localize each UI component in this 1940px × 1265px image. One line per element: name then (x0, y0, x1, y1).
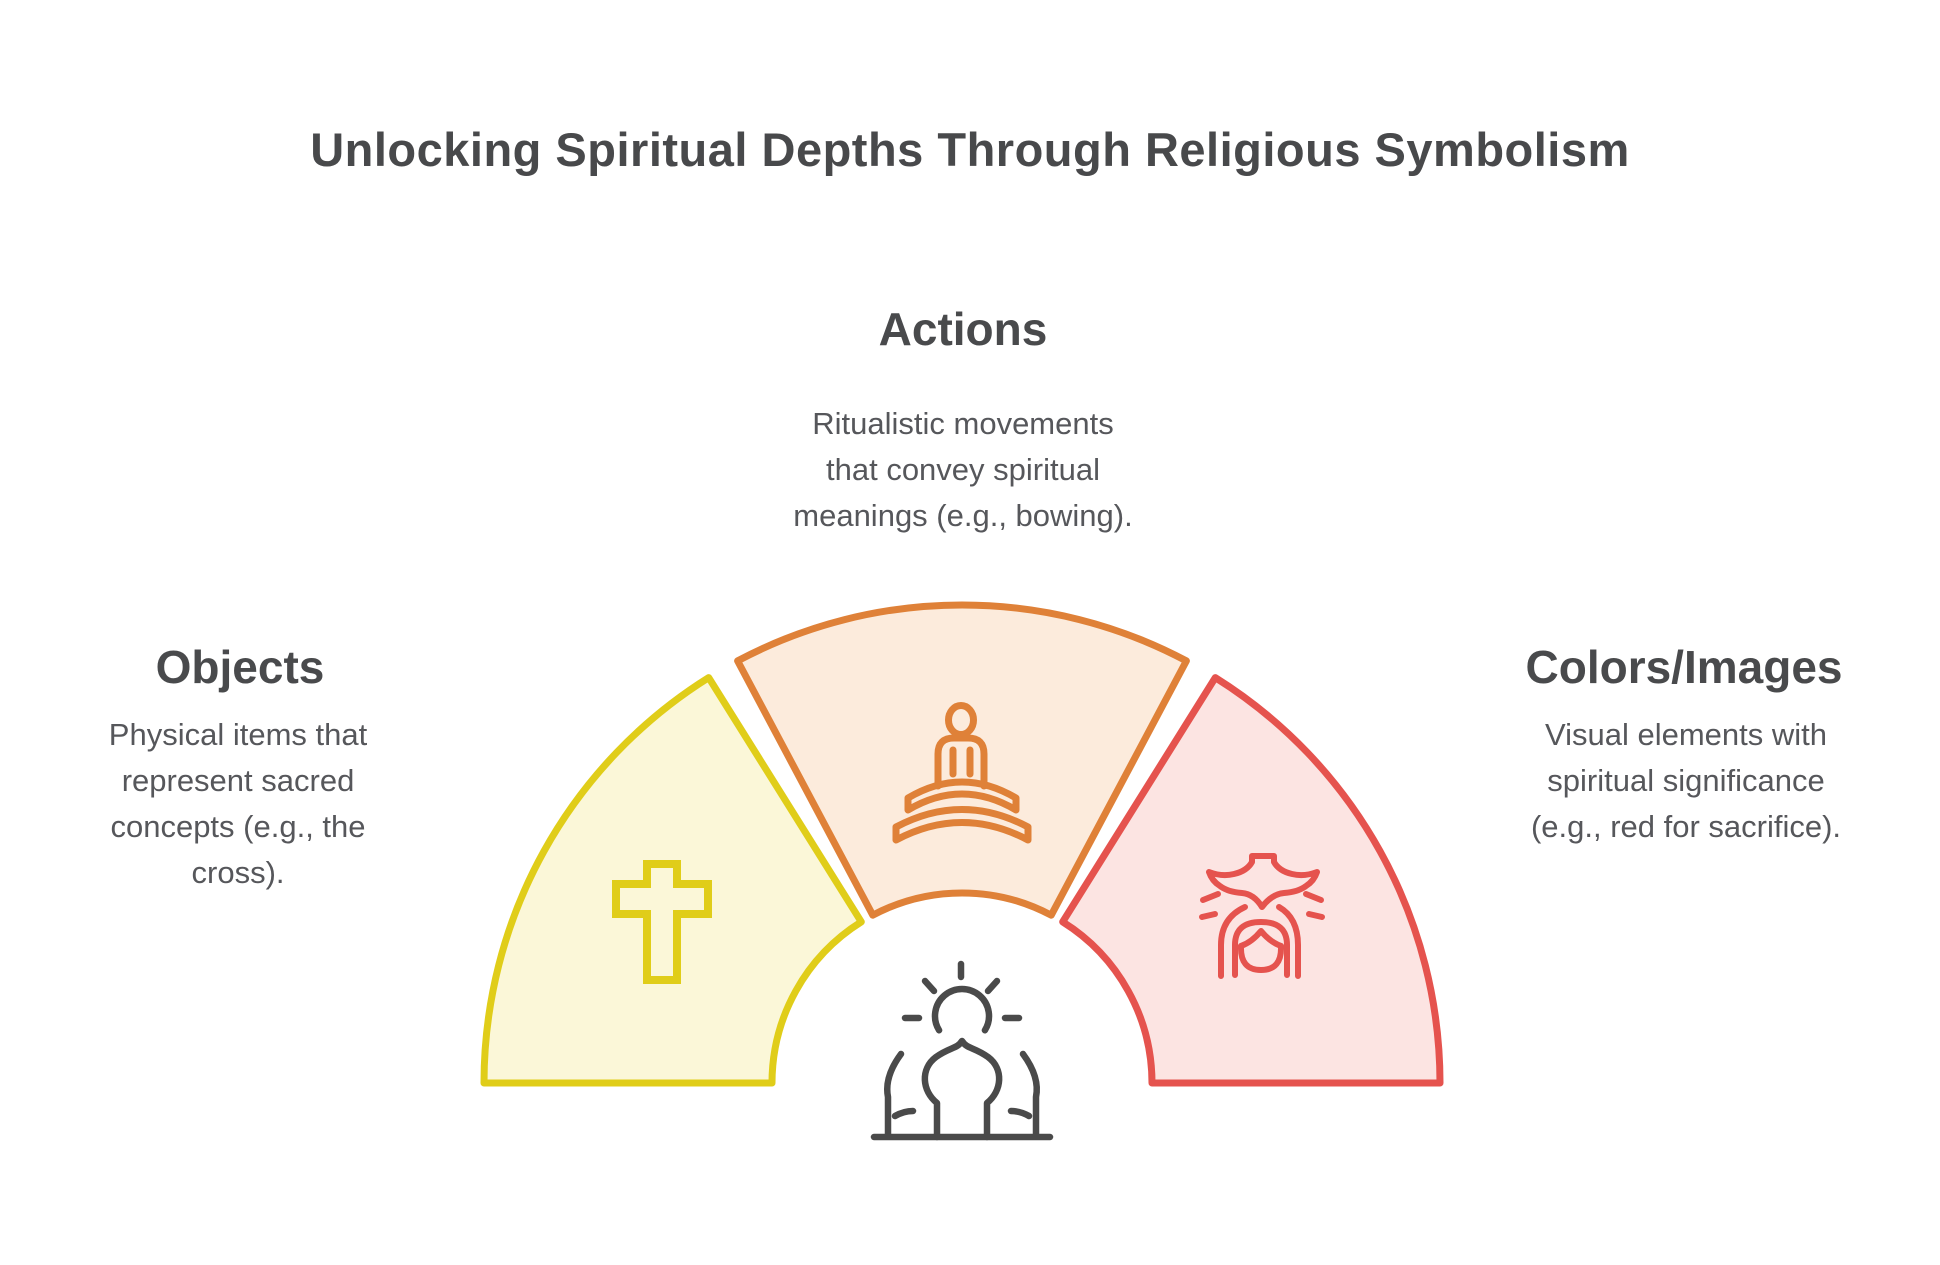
segment-description-actions: Ritualistic movements that convey spirit… (733, 401, 1193, 539)
sun-ray (984, 977, 1001, 995)
description-line: meanings (e.g., bowing). (793, 498, 1133, 533)
ray-dash (1200, 891, 1221, 903)
dove-shape (1206, 853, 1320, 910)
description-line: cross). (191, 855, 285, 890)
description-line: (e.g., red for sacrifice). (1530, 809, 1842, 844)
description-line: spiritual significance (1547, 763, 1825, 798)
segment-heading-colors-images: Colors/Images (1525, 641, 1843, 693)
person-torso (934, 734, 988, 790)
ray-dash (1306, 911, 1325, 920)
segment-objects-shape (480, 674, 865, 1087)
cross-shape (612, 860, 712, 984)
wall-foot-left (891, 1107, 917, 1120)
page-title: Unlocking Spiritual Depths Through Relig… (310, 123, 1630, 176)
ray-dash (1199, 911, 1218, 920)
mat-band (892, 806, 1032, 844)
hair-fringe (1238, 928, 1284, 949)
bowing-person-icon (892, 702, 1032, 844)
mat-band (904, 778, 1020, 814)
dove-over-person-icon (1199, 853, 1325, 979)
segment-colors-images-shape (1059, 674, 1444, 1087)
dome-and-base (921, 1037, 1003, 1141)
description-line: concepts (e.g., the (110, 809, 366, 844)
segment-description-objects: Physical items that represent sacred con… (38, 712, 438, 896)
description-line: that convey spiritual (826, 452, 1100, 487)
sun-arc (931, 985, 993, 1034)
description-line: Visual elements with (1544, 717, 1827, 752)
mosque-sunrise-icon (870, 960, 1054, 1141)
arm-arc (1276, 904, 1301, 979)
wall-right (1019, 1050, 1040, 1139)
segment-heading-actions: Actions (878, 303, 1048, 355)
cross-icon (612, 860, 712, 984)
description-line: Physical items that (108, 717, 368, 752)
wall-foot-right (1007, 1107, 1033, 1120)
segment-actions-shape (734, 601, 1190, 919)
face-chin (1237, 943, 1285, 973)
description-line: represent sacred (121, 763, 355, 798)
wall-left (884, 1050, 905, 1139)
segment-heading-objects: Objects (155, 641, 325, 693)
segment-description-colors-images: Visual elements with spiritual significa… (1486, 712, 1886, 850)
ray-dash (1303, 891, 1324, 903)
description-line: Ritualistic movements (812, 406, 1114, 441)
veil-outline (1232, 919, 1290, 978)
arm-arc (1218, 904, 1248, 979)
sun-ray (921, 977, 938, 995)
